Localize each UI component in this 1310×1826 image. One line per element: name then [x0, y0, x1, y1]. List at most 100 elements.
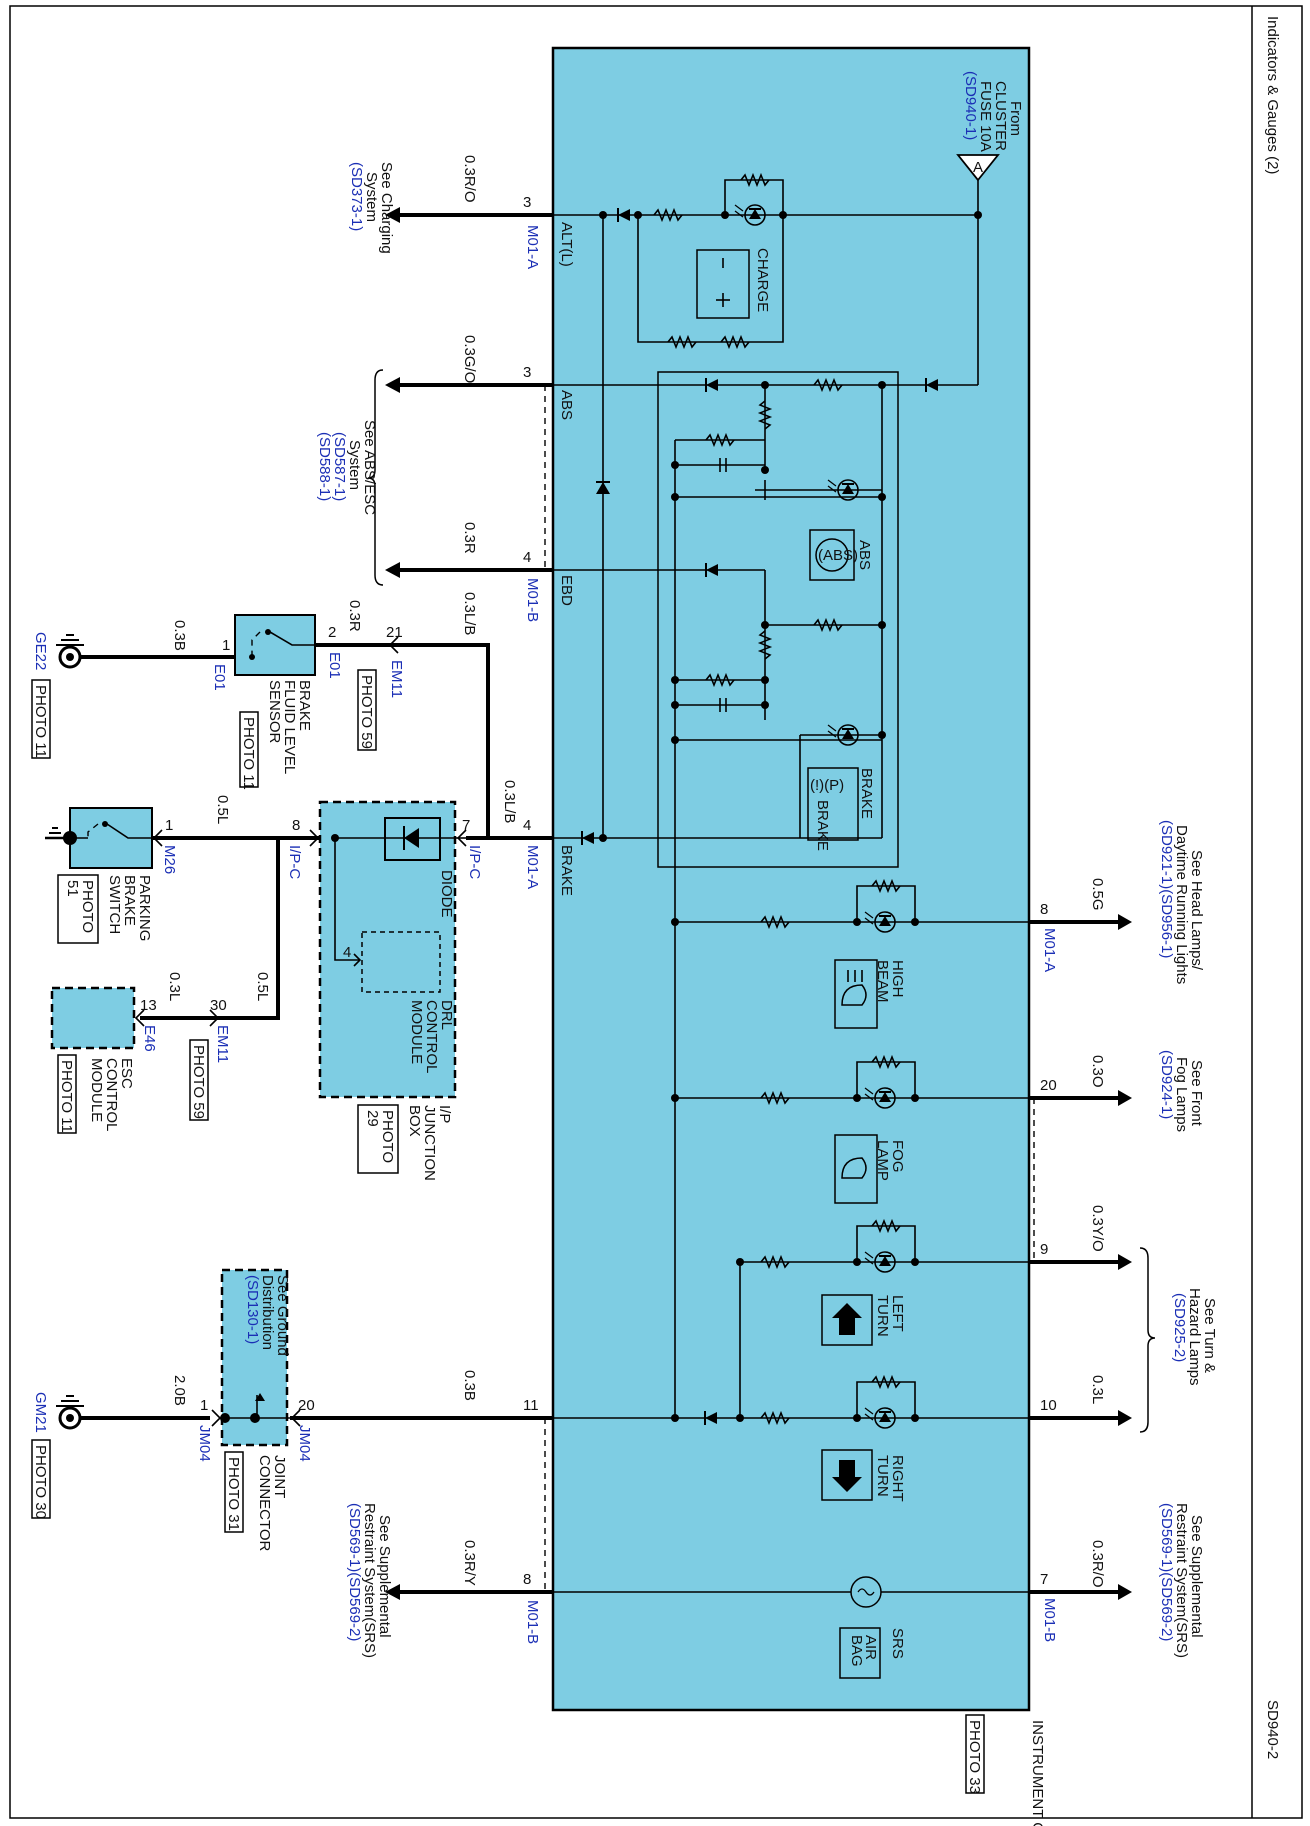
- srs-right-connector: M01-B: [1041, 1598, 1058, 1642]
- sheet-title: Indicators & Gauges (2): [1264, 16, 1281, 174]
- ip-name-1: JUNCTION: [421, 1105, 438, 1181]
- srs-left-pin: 8: [523, 1571, 531, 1588]
- bfs-name-2: SENSOR: [266, 680, 283, 744]
- psw-name-0: PARKING: [136, 875, 153, 941]
- brake-wire: 0.3L/B: [501, 780, 518, 823]
- ip-conn-in: I/P-C: [466, 845, 483, 879]
- bfs-photo: PHOTO 11: [240, 717, 257, 790]
- brake-connector: M01-A: [524, 845, 541, 889]
- high-beam-label-0: HIGH: [889, 960, 906, 998]
- fuse-node-a-marker: [956, 154, 1000, 182]
- srs-right-wire: 0.3R/O: [1089, 1540, 1106, 1588]
- drl-name-1: CONTROL: [423, 1000, 440, 1073]
- jc-ground-photo: PHOTO 30: [32, 1445, 49, 1519]
- turn-ref-2: (SD925-2): [1171, 1293, 1188, 1362]
- ip-conn-out: I/P-C: [286, 845, 303, 879]
- inner-pin-brake: BRAKE: [558, 845, 575, 896]
- right-turn-label-0: RIGHT: [889, 1455, 906, 1502]
- ground-wire: 0.3B: [461, 1370, 478, 1401]
- srs-left-ref-0: See Supplemental: [376, 1515, 393, 1638]
- bfs-em11-pin: 21: [386, 624, 403, 641]
- alt-ref-1: System: [363, 172, 380, 222]
- fuse-ref-2: FUSE 10A: [977, 81, 994, 152]
- ip-pin-in: 7: [462, 817, 470, 834]
- ebd-connector: M01-B: [524, 578, 541, 622]
- jc-pin-in: 20: [298, 1397, 315, 1414]
- fog-wire: 0.3O: [1089, 1055, 1106, 1088]
- bfs-conn-ground: E01: [211, 664, 228, 691]
- airbag-label-0: AIR: [862, 1635, 879, 1660]
- sheet-id: SD940-2: [1264, 1700, 1281, 1759]
- ip-junction-box: [318, 800, 457, 1099]
- fog-lamp-label-0: FOG: [889, 1140, 906, 1173]
- inner-pin-abs: ABS: [558, 390, 575, 420]
- jc-pin-gnd: 1: [200, 1397, 208, 1414]
- jc-conn-in: JM04: [296, 1425, 313, 1462]
- page-frame: [9, 5, 1303, 1819]
- ebd-pin: 4: [523, 549, 531, 566]
- fog-lamp-label-1: LAMP: [874, 1140, 891, 1181]
- bfs-pin-sensor: 2: [328, 624, 336, 641]
- esc-em11-conn: EM11: [214, 1025, 231, 1063]
- jc-name-0: JOINT: [271, 1455, 288, 1498]
- ip-pin-out: 8: [292, 817, 300, 834]
- alt-connector: M01-A: [524, 225, 541, 269]
- srs-label: SRS: [889, 1628, 906, 1659]
- fuse-ref-1: CLUSTER: [992, 81, 1009, 151]
- left-turn-wire: 0.3Y/O: [1089, 1205, 1106, 1252]
- esc-name-2: MODULE: [88, 1058, 105, 1122]
- head-pin: 8: [1040, 901, 1048, 918]
- drl-control-module: [361, 931, 441, 993]
- left-turn-pin: 9: [1040, 1241, 1048, 1258]
- srs-right-ref-2: (SD569-1)(SD569-2): [1158, 1503, 1175, 1641]
- ip-drl-pin: 4: [343, 944, 351, 961]
- srs-left-wire: 0.3R/Y: [461, 1540, 478, 1586]
- bfs-ground-id: GE22: [32, 632, 49, 670]
- srs-right-pin: 7: [1040, 1571, 1048, 1588]
- abs-ref-3: (SD588-1): [316, 432, 333, 501]
- esc-em11-pin: 30: [210, 997, 227, 1014]
- fog-ref-1: Fog Lamps: [1173, 1057, 1190, 1132]
- srs-right-ref-1: Restraint System(SRS): [1173, 1503, 1190, 1658]
- head-ref-0: See Head Lamps/: [1188, 850, 1205, 971]
- ip-photo-0: PHOTO: [379, 1110, 396, 1163]
- bfs-conn-sensor: E01: [326, 652, 343, 679]
- abs-lamp-label: ABS: [856, 540, 873, 570]
- ip-name-2: BOX: [406, 1105, 423, 1137]
- drl-name-0: DRL: [438, 1000, 455, 1030]
- esc-pin: 13: [140, 997, 157, 1014]
- esc-name-0: ESC: [118, 1058, 135, 1089]
- ip-name-0: I/P: [436, 1105, 453, 1123]
- ip-photo-1: 29: [364, 1110, 381, 1127]
- alt-pin: 3: [523, 194, 531, 211]
- jc-ground-id: GM21: [32, 1392, 49, 1433]
- fog-ref-2: (SD924-1): [1158, 1050, 1175, 1119]
- right-turn-wire: 0.3L: [1089, 1375, 1106, 1404]
- ebd-wire: 0.3R: [461, 522, 478, 554]
- high-beam-label-1: BEAM: [874, 960, 891, 1003]
- psw-name-1: BRAKE: [121, 875, 138, 926]
- esc-conn: E46: [141, 1025, 158, 1052]
- turn-ref-1: Hazard Lamps: [1186, 1288, 1203, 1386]
- head-connector: M01-A: [1041, 928, 1058, 972]
- jc-ref-1: Distribution: [259, 1275, 276, 1350]
- ip-wire-in: 0.3L/B: [461, 592, 478, 635]
- left-turn-label-1: TURN: [874, 1295, 891, 1337]
- head-wire: 0.5G: [1089, 878, 1106, 911]
- jc-ref-2: (SD130-1): [244, 1275, 261, 1344]
- jc-conn-gnd: JM04: [196, 1425, 213, 1462]
- bfs-wire-ground: 0.3B: [171, 620, 188, 651]
- ground-pin: 11: [523, 1397, 539, 1414]
- bfs-em11-conn: EM11: [388, 660, 405, 698]
- srs-right-ref-0: See Supplemental: [1188, 1515, 1205, 1638]
- fog-ref-0: See Front: [1188, 1060, 1205, 1127]
- esc-control-module: [50, 986, 136, 1050]
- brake-lamp-symbol: (!)(P): [810, 777, 844, 794]
- psw-conn: M26: [161, 845, 178, 874]
- cluster-photo: PHOTO 33: [966, 1720, 983, 1794]
- psw-photo-0: PHOTO: [79, 880, 96, 933]
- bfs-ground-photo: PHOTO 11: [32, 685, 49, 758]
- jc-ref-0: See Ground: [274, 1275, 291, 1356]
- jc-name-1: CONNECTOR: [256, 1455, 273, 1552]
